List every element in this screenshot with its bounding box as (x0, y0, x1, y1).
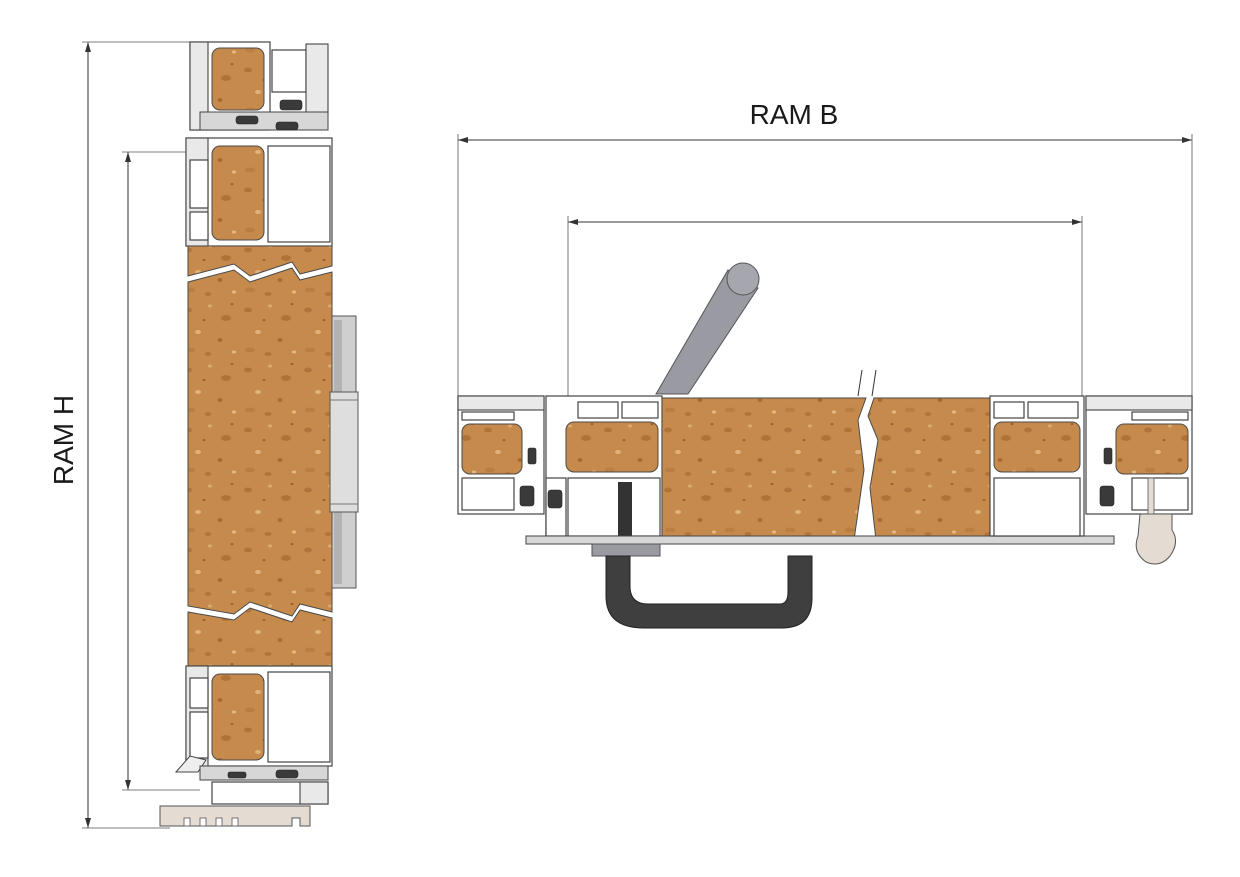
ram-b-label: RAM B (750, 99, 839, 130)
right-leaf-core (867, 397, 991, 541)
top-frame-profile (189, 41, 329, 131)
horizontal-section: RAM B (457, 99, 1193, 629)
door-leaf-core (187, 267, 333, 617)
inner-height-dimension-line (122, 151, 215, 791)
push-bar (655, 262, 760, 395)
hinge-knuckle (1135, 477, 1176, 565)
threshold-profile (159, 805, 311, 827)
inner-width-dimension-line (567, 216, 1083, 398)
left-leaf-core (661, 397, 867, 541)
hinge (329, 315, 359, 589)
left-sash-profile (545, 395, 663, 537)
pull-handle (591, 543, 813, 629)
vertical-section: RAM H (48, 41, 359, 829)
bottom-frame-profile (199, 765, 329, 805)
top-sash-profile (185, 137, 333, 247)
ram-b-dimension-line (457, 134, 1193, 398)
bottom-sash-profile (174, 665, 333, 773)
upper-foam-break (187, 245, 333, 277)
ram-h-dimension-line (82, 41, 190, 829)
ram-h-label: RAM H (48, 395, 79, 485)
lower-foam-break (187, 607, 333, 667)
break-mark (857, 369, 877, 397)
right-frame-profile (1085, 395, 1193, 515)
right-sash-profile (989, 395, 1085, 537)
left-frame-profile (457, 395, 545, 515)
